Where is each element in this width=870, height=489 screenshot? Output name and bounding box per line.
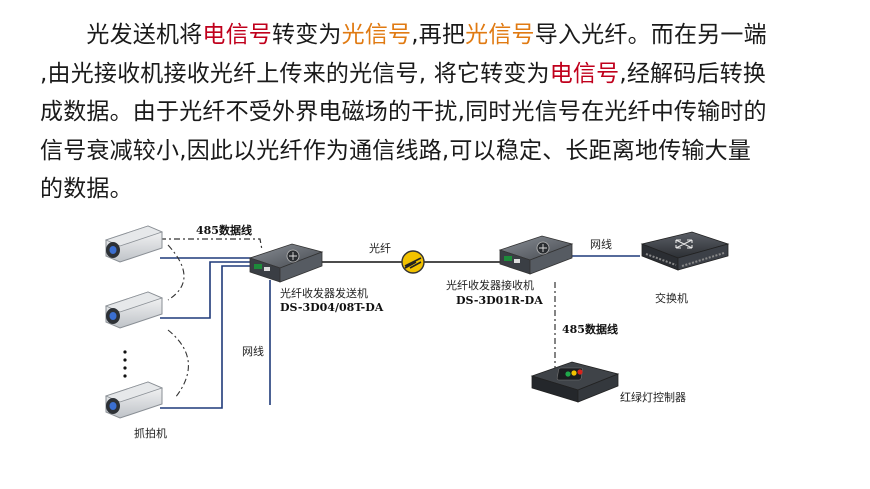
ellipsis-dots-icon [123,350,127,378]
paragraph-line-4: 信号衰减较小,因此以光纤作为通信线路,可以稳定、长距离地传输大量 [40,137,752,164]
camera2-link-line [160,261,262,319]
text-fragment: ,经解码后转换 [619,60,767,87]
text-fragment: ,由光接收机接收光纤上传来的光信号, 将它转变为 [40,60,550,87]
camera-label: 抓拍机 [134,426,167,440]
label-network-left: 网线 [242,344,264,358]
network-switch-icon [640,231,730,271]
camera3-link-line [160,265,262,409]
highlight-electric-signal: 电信号 [202,22,273,48]
fiber-receiver-device-icon [498,235,574,275]
label-485-bottom: 485数据线 [562,322,618,336]
camera-icon [104,291,164,329]
traffic-light-controller-icon [530,361,620,403]
fiber-sender-device-icon [248,243,324,283]
text-fragment: ,再把 [411,22,466,48]
description-paragraph: 光发送机将电信号转变为光信号,再把光信号导入光纤。而在另一端 ,由光接收机接收光… [40,16,840,209]
rs485-camera-link-1 [167,244,185,301]
text-fragment: 导入光纤。而在另一端 [534,22,767,48]
paragraph-line-3: 成数据。由于光纤不受外界电磁场的干扰,同时光信号在光纤中传输时的 [40,99,767,125]
label-network-right: 网线 [590,237,612,251]
text-fragment: 光发送机将 [86,22,203,48]
sender-name-label: 光纤收发器发送机 [280,286,368,300]
rs485-top-line [160,238,263,251]
switch-label: 交换机 [655,291,688,305]
paragraph-line-5: 的数据。 [40,176,133,202]
highlight-optical-signal: 光信号 [465,22,535,48]
highlight-optical-signal: 光信号 [341,22,412,48]
traffic-controller-label: 红绿灯控制器 [620,390,686,404]
rs485-camera-link-2 [167,329,189,399]
camera-icon [104,225,164,263]
camera-icon [104,381,164,419]
paragraph-line-2: ,由光接收机接收光纤上传来的光信号, 将它转变为电信号,经解码后转换 [40,55,840,94]
label-485-top: 485数据线 [196,223,252,237]
label-fiber: 光纤 [369,241,391,255]
fiber-connector-icon [401,250,425,274]
text-fragment: 转变为 [272,22,342,48]
paragraph-line-1: 光发送机将电信号转变为光信号,再把光信号导入光纤。而在另一端 [40,16,840,55]
receiver-name-label: 光纤收发器接收机 [446,278,534,292]
sender-model-label: DS-3D04/08T-DA [280,301,384,314]
highlight-electric-signal: 电信号 [549,60,620,87]
receiver-model-label: DS-3D01R-DA [456,294,543,307]
